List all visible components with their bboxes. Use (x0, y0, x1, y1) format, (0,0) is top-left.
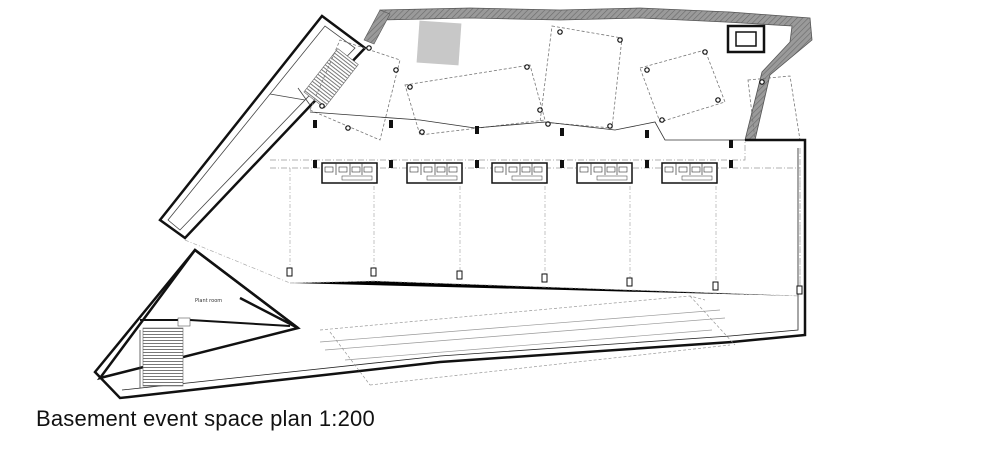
toilet-module (661, 162, 718, 184)
skylight-square (416, 20, 462, 66)
plant-room: Plant room (96, 248, 301, 381)
toilet-module (576, 162, 633, 184)
toilet-module (406, 162, 463, 184)
bay-posts (286, 267, 803, 295)
toilet-module (491, 162, 548, 184)
bay-lines (184, 168, 801, 297)
toilet-module (321, 162, 378, 184)
toilet-modules (321, 162, 718, 184)
upper-boundary-line (309, 111, 745, 141)
diagonal-corridor-wall (158, 14, 367, 240)
panel-anchor-points (319, 29, 765, 135)
basement-stair (142, 327, 184, 387)
corridor-stair (303, 48, 359, 109)
stair-core (726, 24, 766, 54)
plant-room-label: Plant room (195, 298, 222, 304)
drawing-caption: Basement event space plan 1:200 (36, 406, 375, 431)
floor-plan-drawing: Plant room (93, 7, 813, 400)
structural-columns (313, 120, 733, 168)
ramp-band (319, 295, 736, 386)
